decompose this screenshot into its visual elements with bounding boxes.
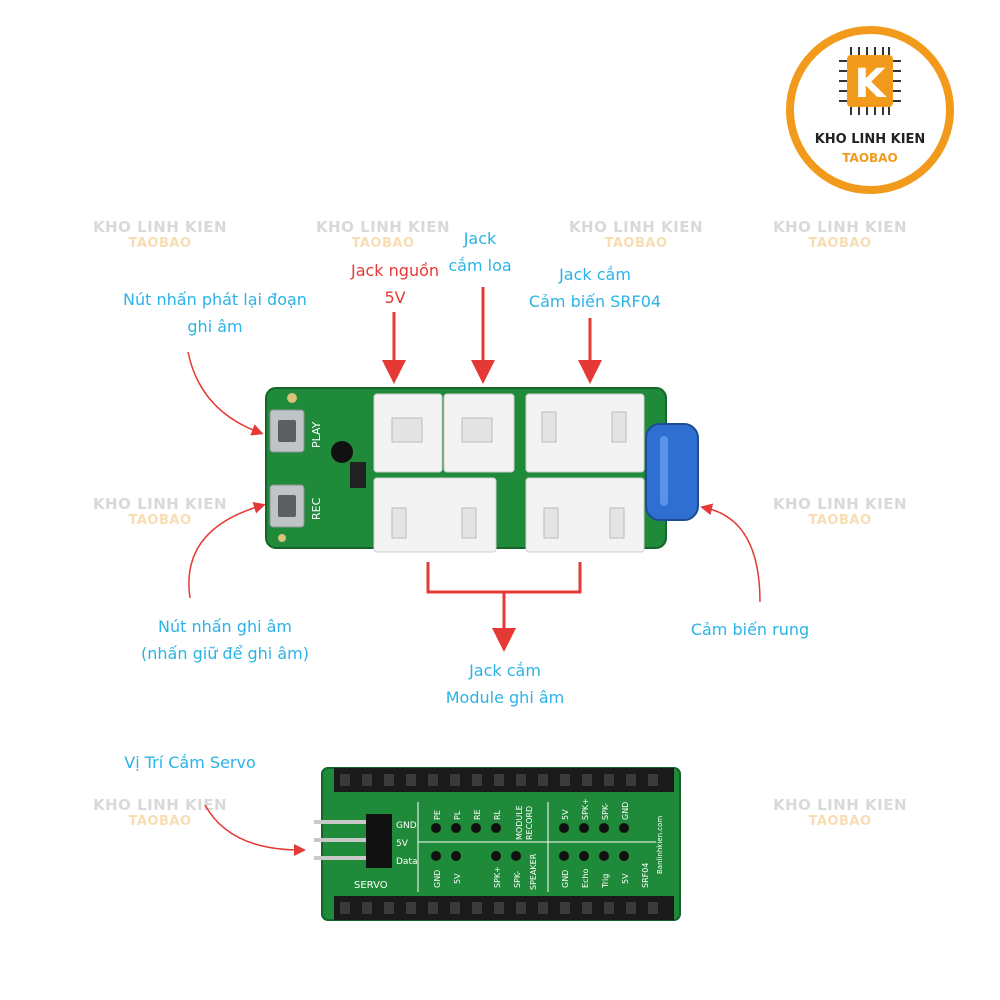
silk-srf04: SRF04 [641, 863, 650, 888]
silk-servo: SERVO [354, 880, 388, 891]
silk-echo: Echo [581, 868, 590, 888]
silk-trig: Trig [601, 874, 610, 889]
top-board: PLAY REC [265, 387, 699, 553]
silk-gnd4: GND [561, 870, 570, 888]
silk-speaker: SPEAKER [529, 853, 538, 890]
bracket-record-jack [426, 562, 582, 652]
silk-gnd2: GND [433, 870, 442, 888]
label-vibration-sensor: Cảm biến rung [690, 620, 810, 639]
arrow-rec-button [188, 501, 266, 599]
silk-spk-minus: SPK- [513, 871, 522, 888]
silk-play: PLAY [310, 421, 323, 448]
rec-button-component [269, 484, 305, 528]
silk-pe: PE [433, 810, 442, 820]
silk-5v: 5V [396, 839, 409, 849]
silk-spk-plus-2: SPK+ [581, 798, 590, 820]
silk-rl: RL [493, 809, 502, 820]
silk-gnd3: GND [621, 802, 630, 820]
arrow-vibration [700, 503, 761, 603]
arrow-servo [204, 804, 306, 856]
silk-5v-b: 5V [453, 873, 462, 884]
play-button-component [269, 409, 305, 453]
label-servo-position: Vị Trí Cắm Servo [124, 753, 256, 772]
silk-pl: PL [453, 810, 462, 820]
silk-gnd: GND [396, 821, 417, 831]
silk-record: RECORD [525, 806, 534, 840]
silk-5v-c: 5V [561, 809, 570, 820]
silk-re: RE [473, 809, 482, 820]
bottom-board: SERVO GND 5V Data PE PL RE RL MODULE REC… [314, 767, 681, 921]
label-rec-button: Nút nhấn ghi âm(nhấn giữ để ghi âm) [141, 617, 309, 663]
silk-data: Data [396, 857, 418, 867]
logo-subtitle: TAOBAO [842, 151, 898, 165]
arrow-play-button [187, 351, 264, 436]
logo-title: KHO LINH KIEN [814, 132, 926, 147]
silk-5v-d: 5V [621, 873, 630, 884]
silk-url: Banlinhkien.com [656, 816, 664, 874]
silk-module: MODULE [515, 805, 524, 840]
silk-spk-plus: SPK+ [493, 866, 502, 888]
silk-rec: REC [310, 497, 323, 520]
logo-letter: K [855, 61, 888, 107]
silk-spk-minus-2: SPK- [601, 803, 610, 820]
brand-logo: K [786, 26, 954, 194]
vibration-sensor [645, 423, 699, 521]
